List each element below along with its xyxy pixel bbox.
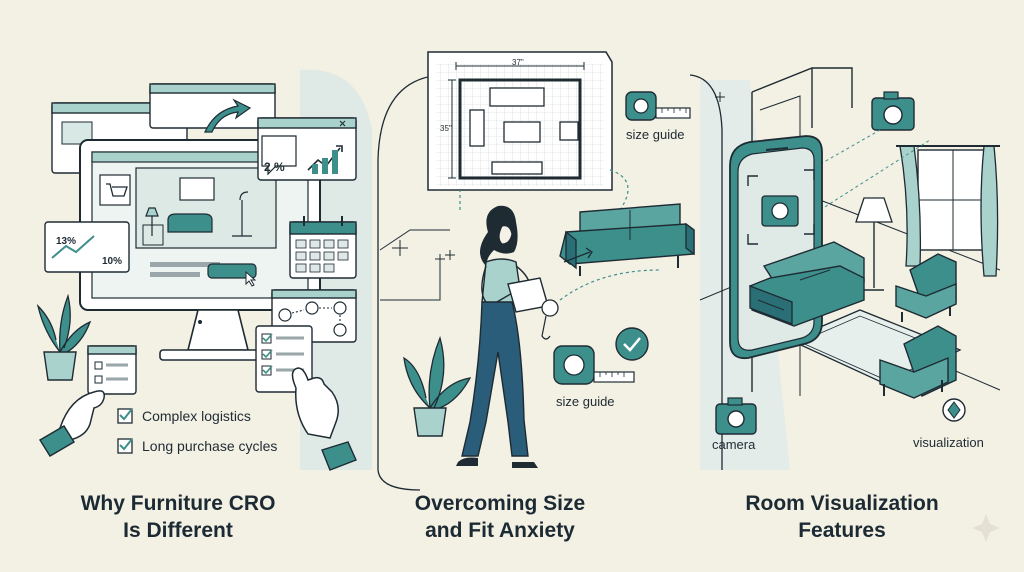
floor-lamp (855, 197, 893, 223)
checklist-item-2: Long purchase cycles (142, 438, 278, 454)
size-guide-label-top: size guide (626, 127, 685, 142)
add-to-cart-button (207, 263, 257, 279)
plant-icon (403, 336, 472, 411)
user-icon (278, 308, 292, 322)
check-icon-2 (117, 438, 133, 454)
sparkle-icon (972, 514, 1000, 542)
visualization-icon (942, 398, 966, 422)
arrow-icon (204, 98, 252, 133)
checkmark-circle-icon (615, 327, 649, 361)
camera-icon (715, 397, 757, 435)
panel-3-illustration (699, 67, 1001, 435)
arrow-icon (563, 247, 593, 263)
conversion-stat: 2 % (264, 160, 285, 174)
panel-divider-right (689, 74, 723, 470)
floor-plan-room (458, 78, 582, 180)
rate-stat-b: 10% (102, 256, 123, 267)
panel-2-heading-line-2: and Fit Anxiety (425, 519, 575, 542)
close-icon (339, 120, 346, 127)
pointing-hand-left (59, 390, 106, 441)
plan-height-dimension: 35" (440, 124, 452, 133)
woman-figure (456, 205, 559, 468)
panel-1-heading-line-1: Why Furniture CRO (80, 492, 276, 515)
panel-2-heading: Overcoming Size and Fit Anxiety (350, 490, 650, 544)
camera-label: camera (712, 437, 756, 452)
panel-3-heading-line-2: Features (798, 519, 886, 542)
stats-trend-icon (51, 235, 95, 259)
stats-popup (44, 221, 130, 273)
sofa-icon-ar (749, 241, 865, 327)
panel-3-heading: Room Visualization Features (692, 490, 992, 544)
cursor-icon (245, 270, 257, 287)
smartphone (729, 135, 823, 360)
panel-2-heading-line-1: Overcoming Size (414, 492, 586, 515)
panel-1-illustration (36, 83, 357, 471)
camera-icon-top (871, 91, 915, 131)
armchair-icon-2 (879, 325, 957, 399)
panel-2-illustration (379, 51, 695, 468)
plant-icon (36, 293, 92, 355)
monitor-stand (186, 309, 250, 351)
tape-measure-icon-top (625, 91, 691, 121)
check-icon-1 (117, 408, 133, 424)
sofa-icon (559, 203, 695, 276)
panel-1-heading: Why Furniture CRO Is Different (28, 490, 328, 544)
rate-stat-a: 13% (56, 236, 77, 247)
panel-3-heading-line-1: Room Visualization (745, 492, 939, 515)
pointing-hand-right (291, 367, 339, 439)
plan-width-dimension: 37" (512, 58, 524, 67)
panel-1-heading-line-2: Is Different (123, 519, 233, 542)
armchair-icon-1 (895, 253, 957, 322)
size-guide-label-bottom: size guide (556, 394, 615, 409)
sofa-icon (167, 213, 213, 233)
visualization-label: visualization (913, 435, 984, 450)
tape-measure-icon-bottom (553, 345, 635, 385)
lamp-icon (145, 207, 159, 236)
cart-icon (99, 174, 131, 206)
plus-marks (445, 92, 725, 260)
checklist-item-1: Complex logistics (142, 408, 251, 424)
